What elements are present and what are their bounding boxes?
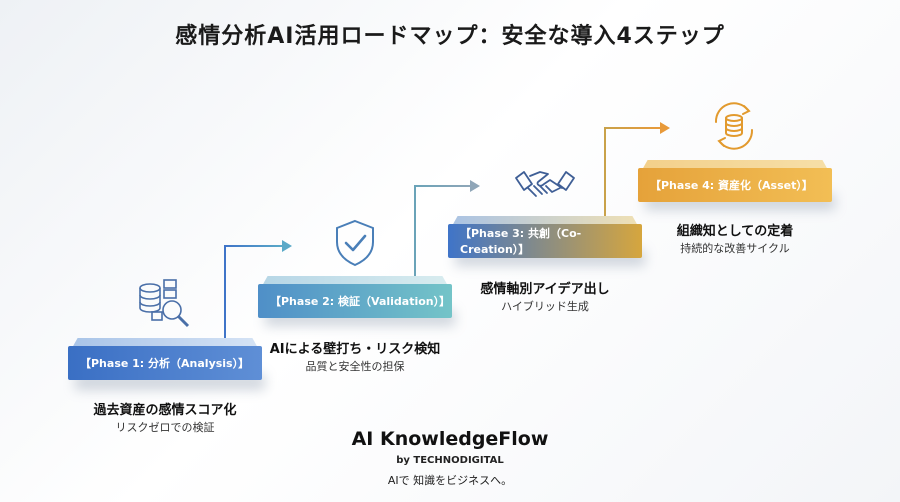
phase-4-subtitle: 持続的な改善サイクル bbox=[680, 242, 790, 255]
brand-name: AI KnowledgeFlow bbox=[351, 428, 549, 450]
phase-1-title: 過去資産の感情スコア化 bbox=[93, 403, 237, 418]
phase-1-step-top bbox=[72, 338, 258, 348]
page-title: 感情分析AI活用ロードマップ：安全な導入4ステップ bbox=[175, 24, 725, 49]
phase-4-step-top bbox=[642, 160, 828, 170]
phase-4-step: 【Phase 4: 資産化（Asset）】 bbox=[638, 168, 832, 202]
phase-1-subtitle: リスクゼロでの検証 bbox=[115, 421, 215, 434]
brand-tagline: AIで 知識をビジネスへ。 bbox=[387, 474, 513, 487]
phase-3-step-top bbox=[452, 216, 638, 226]
phase-3-step: 【Phase 3: 共創（Co-Creation）】 bbox=[448, 224, 642, 258]
handshake-icon bbox=[515, 171, 575, 197]
phase-1-step: 【Phase 1: 分析（Analysis）】 bbox=[68, 346, 262, 380]
connector-arrow-2 bbox=[414, 180, 480, 276]
database-cycle-icon bbox=[714, 102, 754, 150]
phase-2-step: 【Phase 2: 検証（Validation）】 bbox=[258, 284, 452, 318]
brand-byline: by TECHNODIGITAL bbox=[396, 455, 504, 466]
phase-2-step-top bbox=[262, 276, 448, 286]
phase-4-title: 組織知としての定着 bbox=[676, 224, 794, 239]
connector-arrow-1 bbox=[224, 240, 292, 340]
shield-check-icon bbox=[336, 219, 374, 267]
phase-3-label: 【Phase 3: 共創（Co-Creation）】 bbox=[460, 227, 582, 256]
phase-4-label: 【Phase 4: 資産化（Asset）】 bbox=[650, 179, 813, 192]
phase-2-label: 【Phase 2: 検証（Validation）】 bbox=[270, 295, 451, 308]
phase-2-subtitle: 品質と安全性の担保 bbox=[305, 360, 405, 373]
phase-3-title: 感情軸別アイデア出し bbox=[480, 282, 610, 297]
connector-arrow-3 bbox=[604, 122, 670, 216]
phase-1-label: 【Phase 1: 分析（Analysis）】 bbox=[80, 357, 250, 370]
phase-2-title: AIによる壁打ち・リスク検知 bbox=[269, 342, 441, 357]
database-search-icon bbox=[139, 279, 190, 328]
phase-3-subtitle: ハイブリッド生成 bbox=[501, 300, 589, 313]
